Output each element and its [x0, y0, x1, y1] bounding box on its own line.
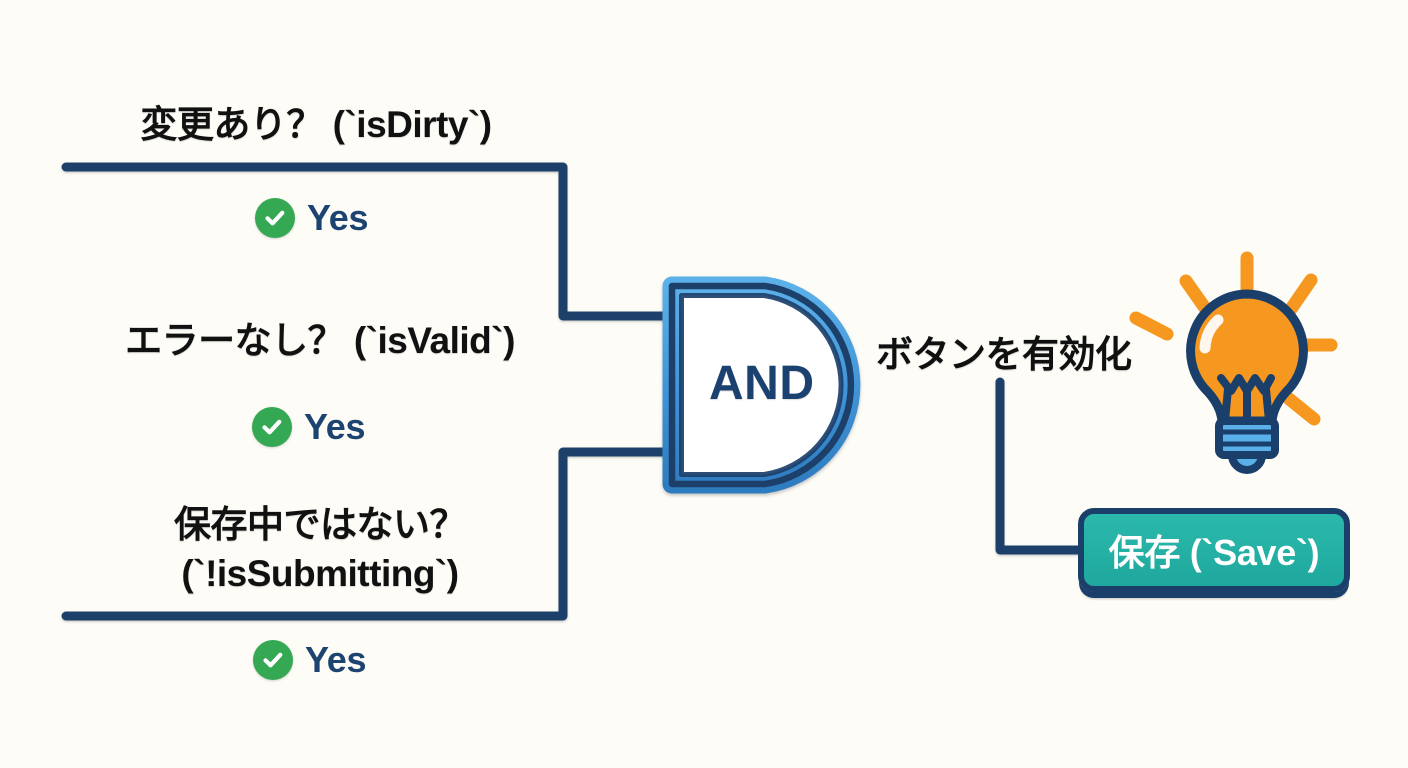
check-circle-icon [252, 407, 292, 447]
condition-answer-3: Yes [253, 639, 366, 681]
condition-answer-2: Yes [252, 406, 365, 448]
and-gate-label: AND [709, 357, 815, 410]
condition-answer-1: Yes [255, 197, 368, 239]
condition-label-1: 変更あり？ (`isDirty`) [140, 104, 492, 145]
check-circle-icon [253, 640, 293, 680]
wire-input-3 [61, 447, 677, 621]
wire-input-1 [61, 162, 677, 321]
save-button-label: 保存 (`Save`) [1108, 532, 1320, 573]
condition-answer-text-3: Yes [305, 639, 367, 680]
lightbulb-base-icon [1215, 417, 1279, 459]
and-gate-shape [662, 276, 861, 494]
lightbulb-icon [1129, 251, 1338, 474]
check-circle-icon [255, 198, 295, 238]
condition-label-2: エラーなし？ (`isValid`) [125, 320, 515, 361]
save-button[interactable]: 保存 (`Save`) [1078, 508, 1350, 592]
condition-answer-text-2: Yes [304, 406, 366, 447]
condition-answer-text-1: Yes [307, 197, 369, 238]
condition-label-3: 保存中ではない？ (`!isSubmitting`) [174, 504, 467, 594]
output-label: ボタンを有効化 [876, 334, 1132, 375]
lightbulb-rays-icon [1129, 251, 1338, 426]
wire-output-branch-to-save [995, 377, 1095, 555]
